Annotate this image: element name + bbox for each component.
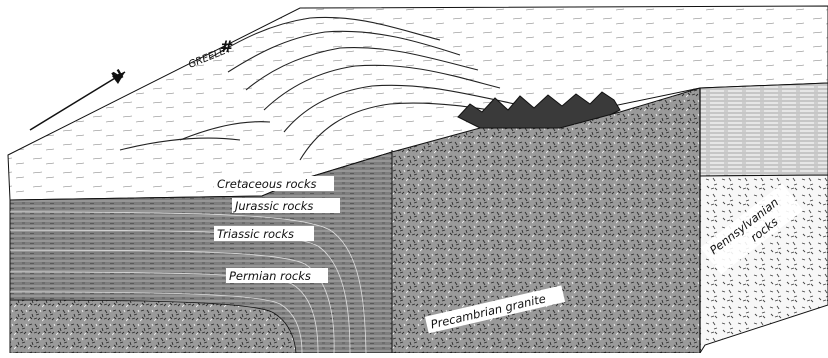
label-jurassic: Jurassic rocks: [232, 198, 340, 213]
label-triassic-text: Triassic rocks: [217, 227, 294, 241]
label-cretaceous-text: Cretaceous rocks: [217, 177, 317, 191]
north-arrow-label: N: [110, 67, 127, 85]
label-permian: Permian rocks: [226, 268, 328, 283]
label-triassic: Triassic rocks: [214, 226, 314, 241]
pennsylvanian-strata: [700, 83, 828, 176]
label-permian-text: Permian rocks: [229, 269, 311, 283]
granite-lower-left: [10, 300, 296, 353]
label-cretaceous: Cretaceous rocks: [214, 176, 334, 191]
label-jurassic-text: Jurassic rocks: [233, 199, 313, 213]
